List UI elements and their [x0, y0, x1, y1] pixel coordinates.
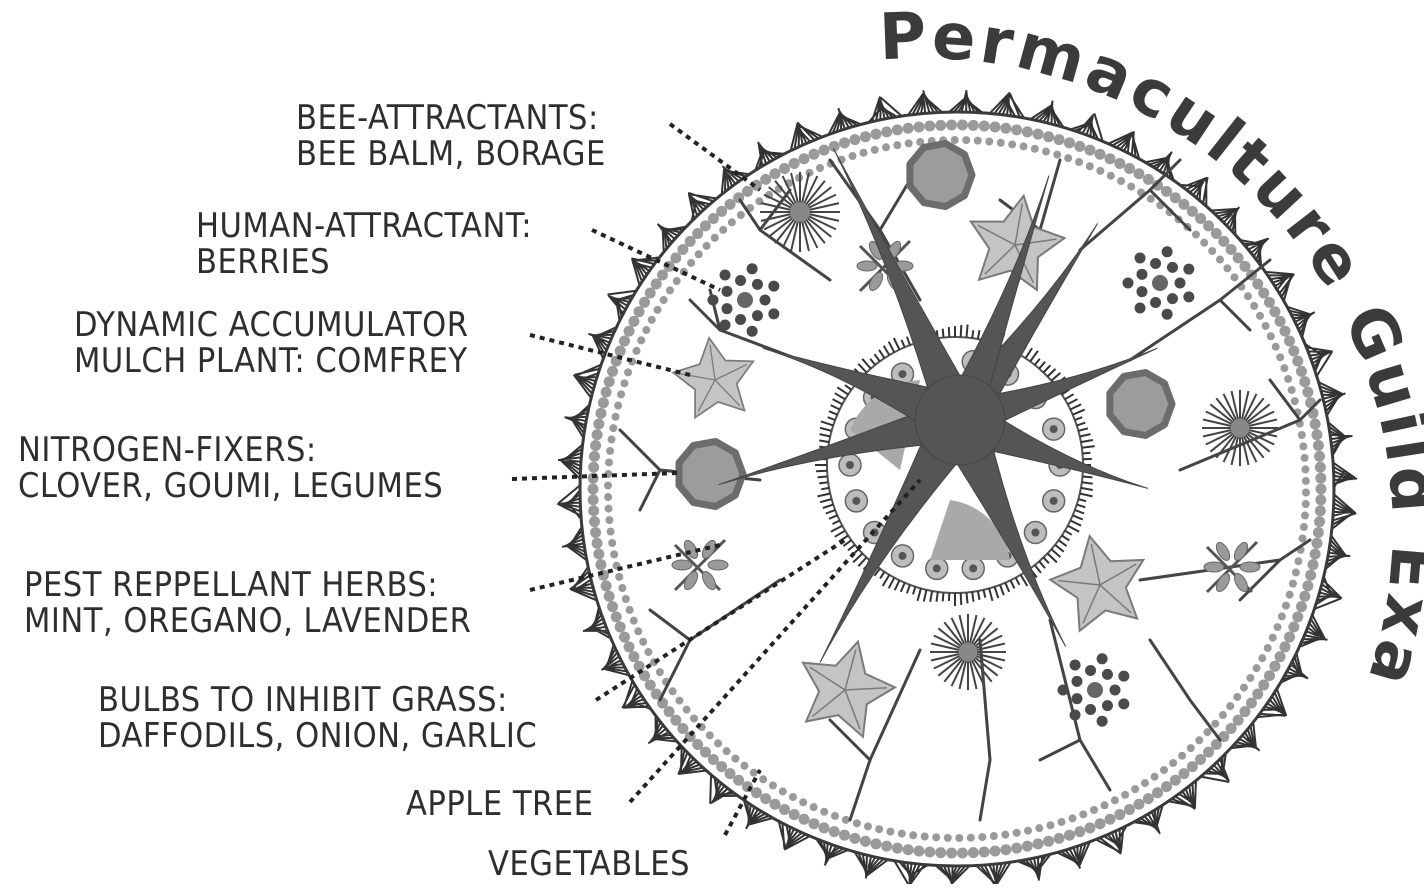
label-bee-attractants: BEE-ATTRACTANTS: BEE BALM, BORAGE	[296, 100, 606, 172]
label-human-line2: BERRIES	[196, 244, 532, 280]
label-bulbs-line2: DAFFODILS, ONION, GARLIC	[98, 718, 537, 754]
label-nitrogen-line2: CLOVER, GOUMI, LEGUMES	[18, 468, 443, 504]
label-pest-line2: MINT, OREGANO, LAVENDER	[24, 603, 471, 639]
nitrogen-shrub-icon	[679, 442, 743, 507]
label-bee-line1: BEE-ATTRACTANTS:	[296, 100, 606, 136]
label-human-line1: HUMAN-ATTRACTANT:	[196, 208, 532, 244]
label-apple-text: APPLE TREE	[406, 786, 593, 822]
label-dynamic-line1: DYNAMIC ACCUMULATOR	[74, 307, 469, 343]
label-pest-repellant: PEST REPPELLANT HERBS: MINT, OREGANO, LA…	[24, 567, 471, 639]
label-apple-tree: APPLE TREE	[406, 786, 593, 822]
label-human-attractant: HUMAN-ATTRACTANT: BERRIES	[196, 208, 532, 280]
label-nitrogen-fixers: NITROGEN-FIXERS: CLOVER, GOUMI, LEGUMES	[18, 432, 443, 504]
label-dynamic-accumulator: DYNAMIC ACCUMULATOR MULCH PLANT: COMFREY	[74, 307, 469, 379]
label-vegetables-text: VEGETABLES	[488, 846, 690, 882]
label-pest-line1: PEST REPPELLANT HERBS:	[24, 567, 471, 603]
label-bee-line2: BEE BALM, BORAGE	[296, 136, 606, 172]
label-dynamic-line2: MULCH PLANT: COMFREY	[74, 343, 469, 379]
nitrogen-shrub-icon	[910, 144, 972, 207]
label-vegetables: VEGETABLES	[488, 846, 690, 882]
label-bulbs: BULBS TO INHIBIT GRASS: DAFFODILS, ONION…	[98, 682, 537, 754]
label-bulbs-line1: BULBS TO INHIBIT GRASS:	[98, 682, 537, 718]
label-nitrogen-line1: NITROGEN-FIXERS:	[18, 432, 443, 468]
nitrogen-shrub-icon	[1110, 373, 1172, 436]
